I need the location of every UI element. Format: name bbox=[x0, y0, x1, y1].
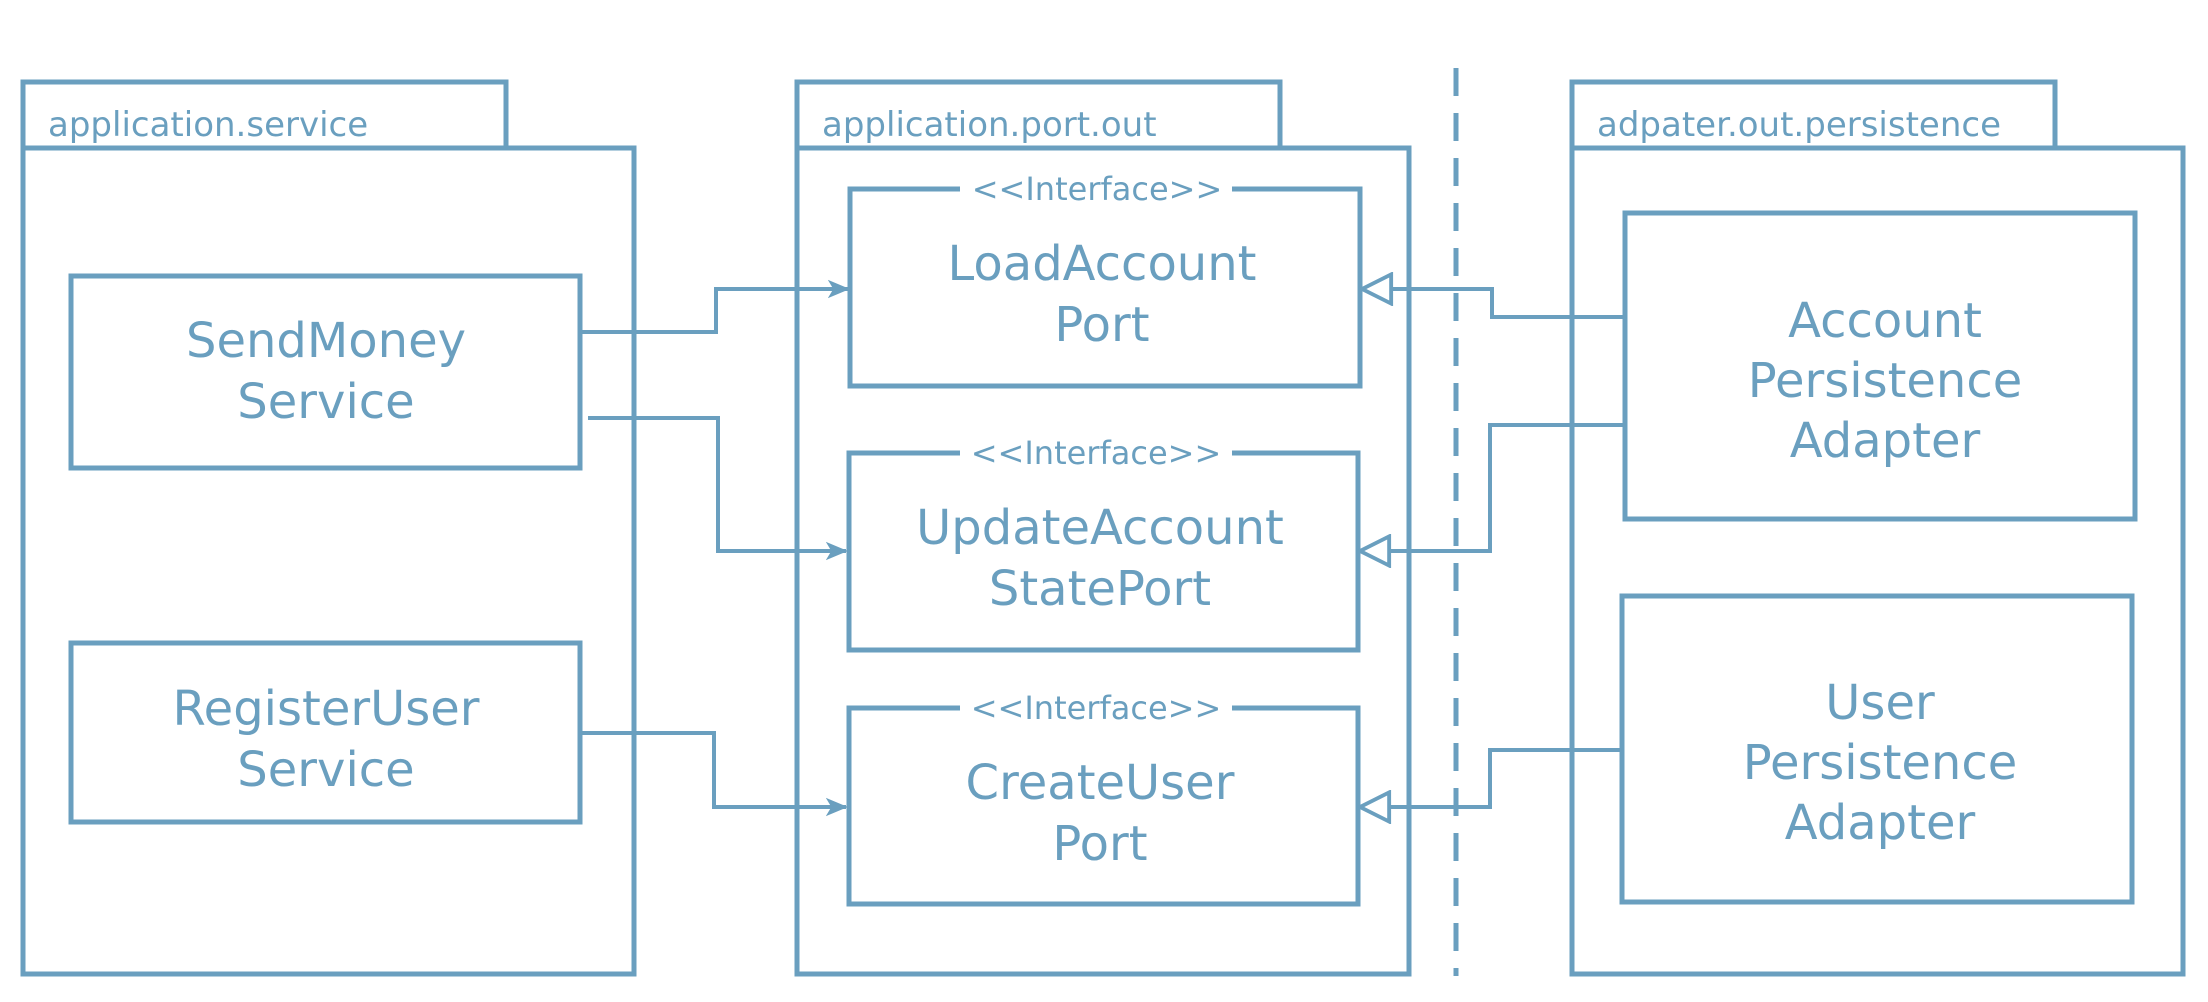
create-user-port-label-line2: Port bbox=[1052, 816, 1147, 872]
package-body bbox=[794, 145, 1412, 977]
package-application-port-out bbox=[794, 79, 1412, 977]
account-persistence-adapter-label-line3: Adapter bbox=[1790, 413, 1981, 469]
load-account-port-box bbox=[847, 186, 1363, 389]
update-account-state-port-label-line2: StatePort bbox=[989, 561, 1211, 617]
package-label-application-port-out: application.port.out bbox=[822, 105, 1157, 145]
package-application-service bbox=[20, 79, 637, 977]
update-account-state-port-box bbox=[846, 450, 1361, 653]
create-user-stereotype: <<Interface>> bbox=[971, 689, 1222, 727]
register-user-service-label-line2: Service bbox=[237, 742, 414, 798]
user-persistence-adapter-label-line3: Adapter bbox=[1785, 795, 1976, 851]
create-user-port-label-line1: CreateUser bbox=[966, 755, 1235, 811]
register-user-service-box bbox=[68, 640, 583, 825]
load-account-port-label-line1: LoadAccount bbox=[948, 236, 1257, 292]
load-account-port-label-line2: Port bbox=[1054, 297, 1149, 353]
package-adapter-out-persistence bbox=[1569, 79, 2186, 977]
dependency-arrow-registeruser-createuser bbox=[582, 731, 848, 817]
package-body bbox=[20, 145, 637, 977]
register-user-service-label-line1: RegisterUser bbox=[172, 681, 479, 737]
dependency-arrow-sendmoney-updateaccountstate bbox=[588, 416, 848, 561]
account-persistence-adapter-label-line1: Account bbox=[1788, 293, 1982, 349]
update-account-state-port-label-line1: UpdateAccount bbox=[916, 500, 1284, 556]
account-persistence-adapter-label-line2: Persistence bbox=[1748, 353, 2023, 409]
package-label-application-service: application.service bbox=[48, 105, 368, 145]
send-money-service-label-line1: SendMoney bbox=[186, 313, 466, 369]
send-money-service-box bbox=[68, 273, 583, 471]
create-user-port-box bbox=[846, 705, 1361, 907]
user-persistence-adapter-box bbox=[1619, 593, 2135, 905]
load-account-stereotype: <<Interface>> bbox=[972, 170, 1223, 208]
realization-arrow-account-loadaccount bbox=[1362, 289, 1623, 319]
user-persistence-adapter-label-line2: Persistence bbox=[1743, 735, 2018, 791]
account-persistence-adapter-box bbox=[1622, 210, 2138, 522]
user-persistence-adapter-label-line1: User bbox=[1825, 675, 1935, 731]
send-money-service-label-line2: Service bbox=[237, 374, 414, 430]
update-account-state-stereotype: <<Interface>> bbox=[971, 434, 1222, 472]
dependency-arrow-sendmoney-loadaccount bbox=[582, 279, 850, 334]
package-body bbox=[1569, 145, 2186, 977]
realization-arrow-account-updateaccountstate bbox=[1360, 423, 1623, 551]
realization-arrow-user-createuser bbox=[1360, 748, 1620, 807]
package-label-adapter-out-persistence: adpater.out.persistence bbox=[1597, 105, 2001, 145]
